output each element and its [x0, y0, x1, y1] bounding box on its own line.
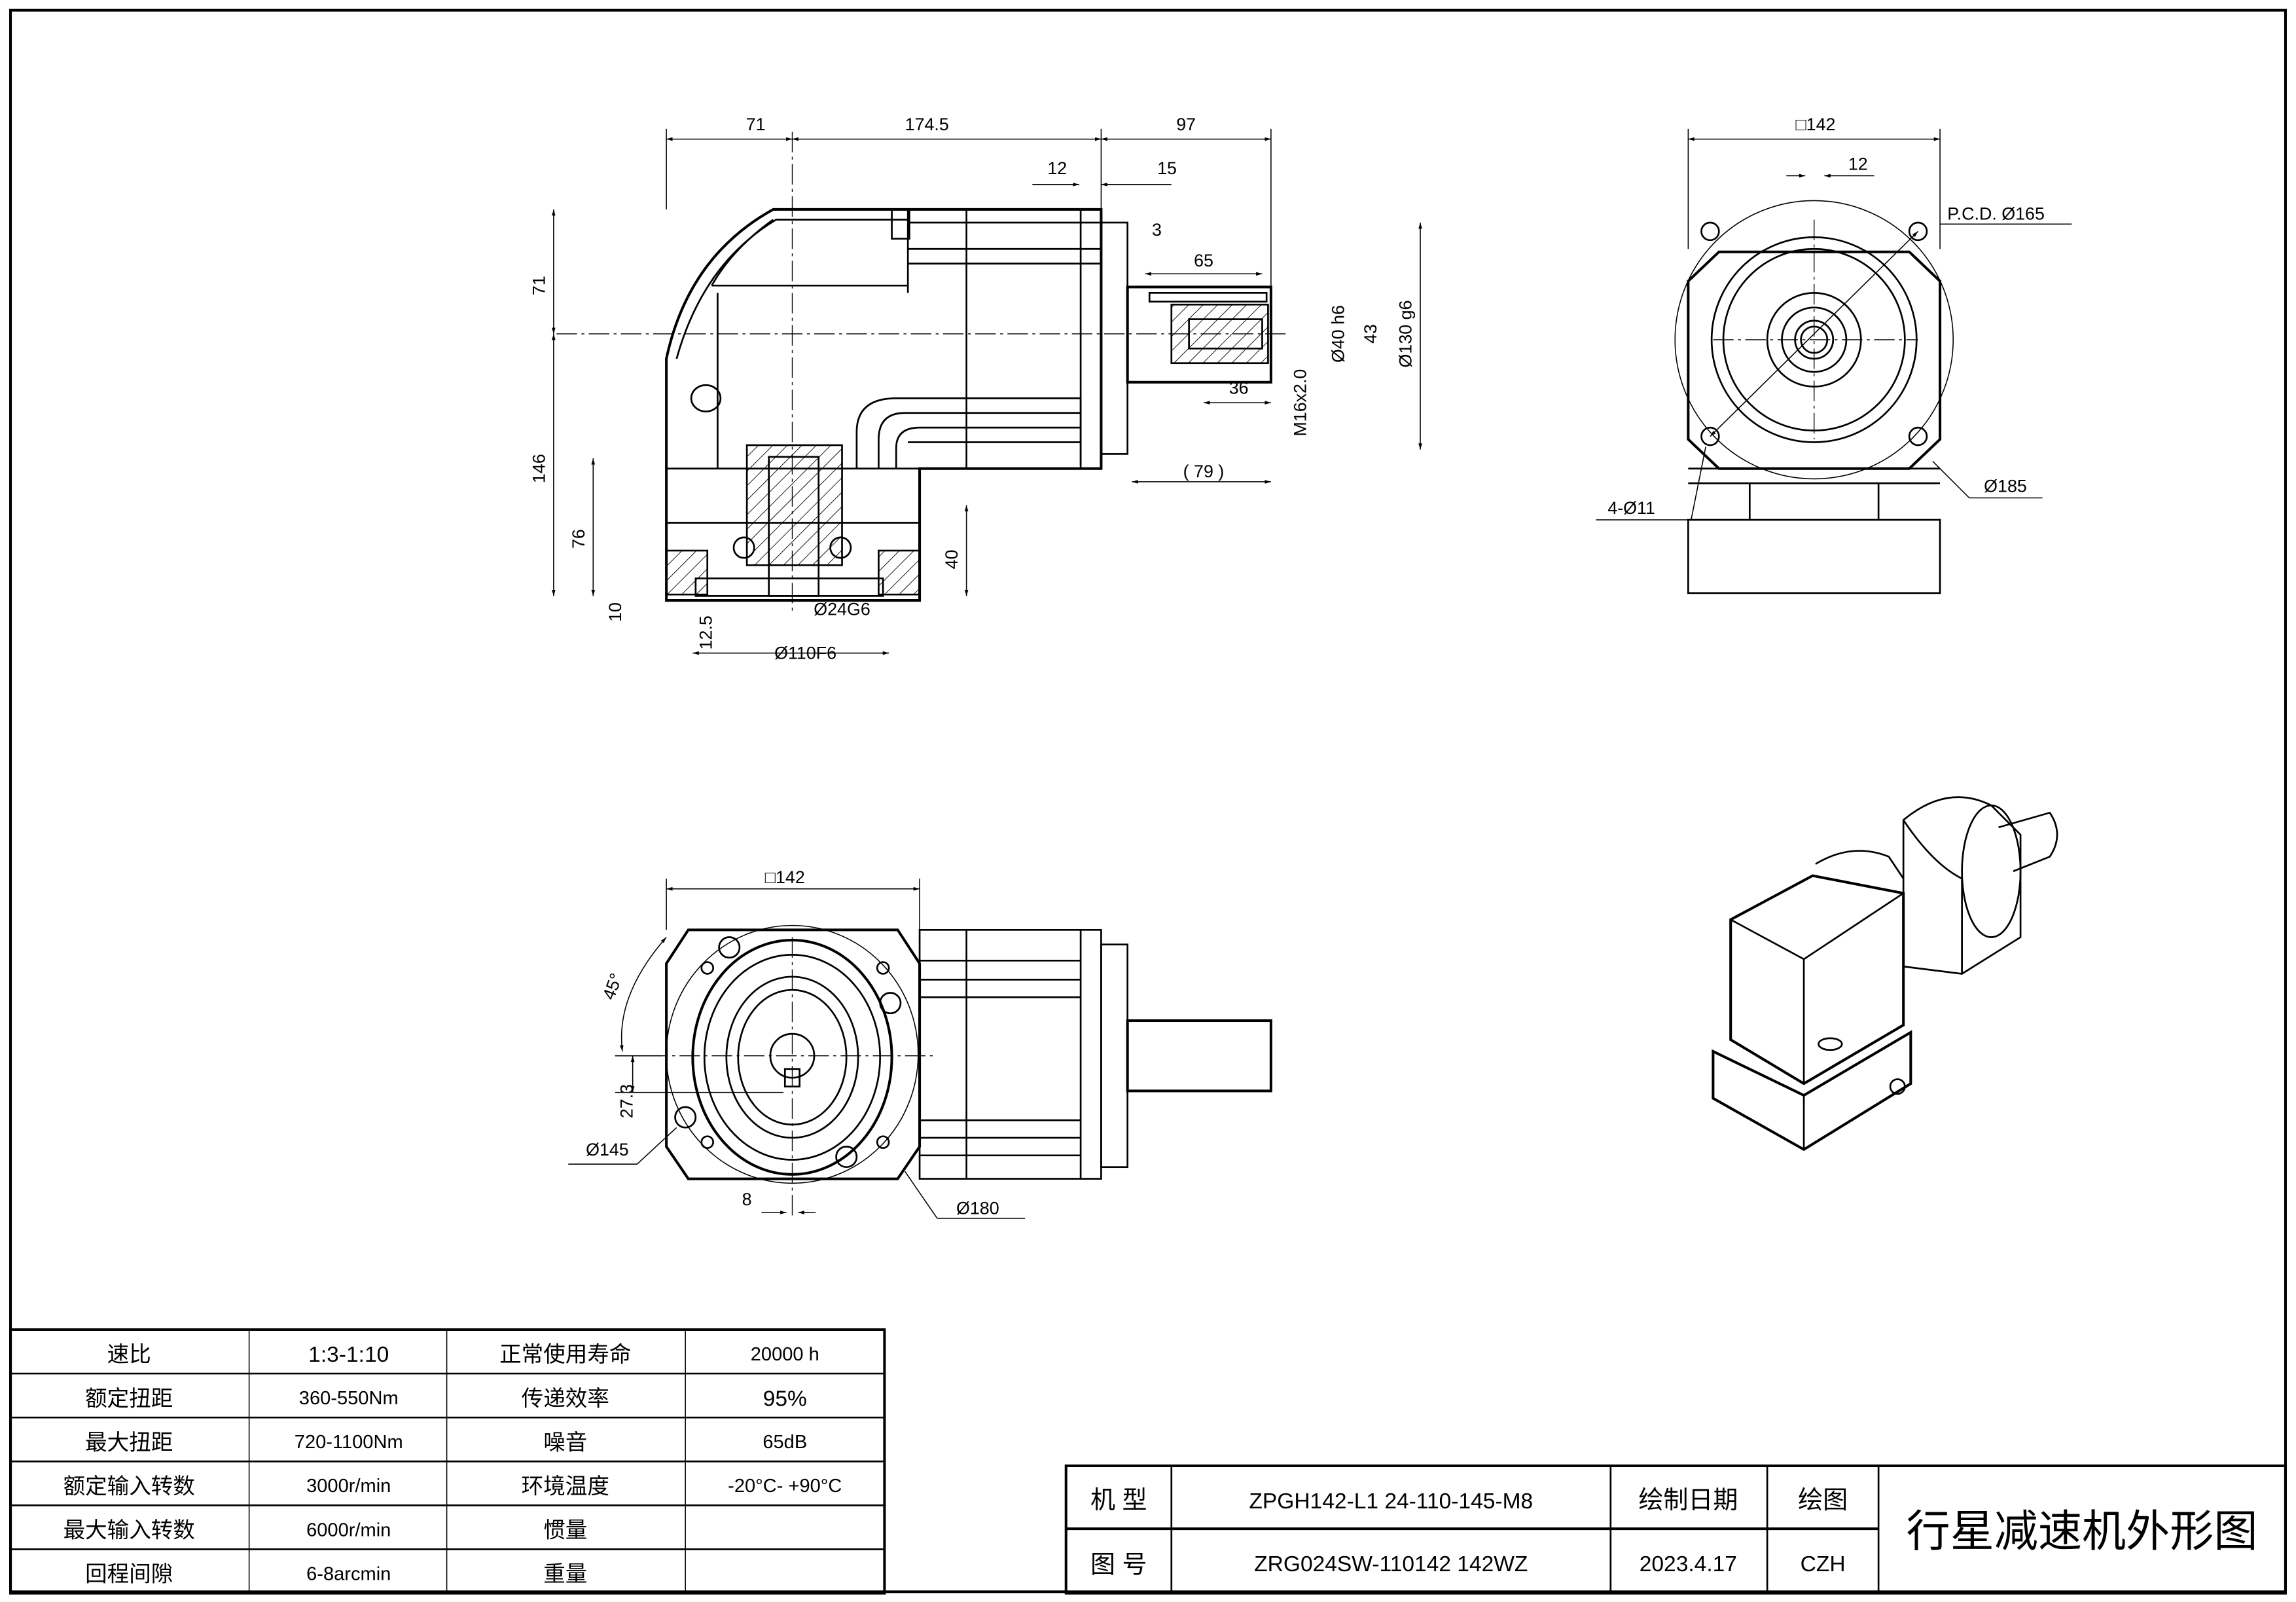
spec-label: 噪音 — [543, 1430, 587, 1455]
spec-label: 重量 — [543, 1563, 587, 1587]
dim-d145: Ø145 — [586, 1140, 629, 1159]
spec-row: 额定输入转数 3000r/min 环境温度 -20°C- +90°C — [63, 1474, 842, 1499]
dim-36: 36 — [1229, 378, 1249, 398]
spec-value: 1:3-1:10 — [308, 1343, 389, 1367]
drawing-title: 行星减速机外形图 — [1907, 1507, 2258, 1556]
dim-8: 8 — [742, 1190, 752, 1209]
date-value: 2023.4.17 — [1640, 1552, 1737, 1576]
dim-d180: Ø180 — [956, 1198, 999, 1218]
dim-12-5: 12.5 — [696, 615, 715, 649]
drawer-label: 绘图 — [1798, 1487, 1848, 1514]
spec-table: 速比 1:3-1:10 正常使用寿命 20000 h 额定扭距 360-550N… — [9, 1328, 886, 1595]
drawer-value: CZH — [1801, 1552, 1846, 1576]
dim-square-142: □142 — [765, 867, 805, 887]
dim-43: 43 — [1361, 324, 1380, 344]
dim-12: 12 — [1047, 158, 1067, 178]
spec-label: 额定输入转数 — [63, 1474, 195, 1499]
model-label: 机 型 — [1090, 1487, 1147, 1514]
drawing-no-label: 图 号 — [1090, 1551, 1147, 1578]
dim-40: 40 — [942, 550, 961, 570]
spec-value: 65dB — [762, 1432, 807, 1453]
dim-square-142: □142 — [1795, 115, 1835, 134]
isometric-view — [1712, 796, 2058, 1152]
dim-79: ( 79 ) — [1183, 462, 1225, 481]
dim-d24g6: Ø24G6 — [814, 599, 870, 619]
spec-value: 95% — [763, 1387, 807, 1411]
dim-146: 146 — [529, 454, 548, 483]
dim-174-5: 174.5 — [905, 115, 949, 134]
spec-value: 3000r/min — [306, 1476, 391, 1497]
drawing-no-value: ZRG024SW-110142 142WZ — [1254, 1552, 1528, 1576]
dim-97: 97 — [1176, 115, 1196, 134]
dim-76: 76 — [569, 529, 588, 549]
spec-value: -20°C- +90°C — [728, 1476, 842, 1497]
spec-label: 速比 — [107, 1343, 151, 1367]
spec-row: 额定扭距 360-550Nm 传递效率 95% — [85, 1386, 807, 1411]
dim-10: 10 — [605, 602, 625, 622]
spec-label: 回程间隙 — [85, 1563, 173, 1587]
spec-value: 6-8arcmin — [306, 1563, 391, 1584]
dim-d130g6: Ø130 g6 — [1396, 300, 1416, 368]
spec-row: 速比 1:3-1:10 正常使用寿命 20000 h — [107, 1342, 819, 1367]
spec-label: 最大输入转数 — [63, 1518, 195, 1543]
spec-row: 最大输入转数 6000r/min 惯量 — [63, 1518, 588, 1543]
spec-label: 传递效率 — [522, 1386, 609, 1411]
dim-d40h6: Ø40 h6 — [1329, 305, 1348, 363]
end-view: □142 12 P.C.D. Ø165 Ø185 4-Ø11 — [1596, 115, 2072, 594]
dim-d110f6: Ø110F6 — [774, 644, 836, 663]
dim-71-left: 71 — [529, 276, 548, 295]
dim-71-top: 71 — [746, 115, 766, 134]
bottom-view: □142 45° 27.3 Ø145 8 Ø180 — [568, 867, 1272, 1219]
dim-12: 12 — [1848, 154, 1868, 173]
spec-value: 20000 h — [751, 1344, 819, 1365]
spec-label: 环境温度 — [522, 1474, 609, 1499]
side-view: 71 174.5 97 12 15 3 65 36 ( 79 ) Ø40 h6 … — [529, 115, 1422, 663]
spec-value: 360-550Nm — [299, 1388, 399, 1409]
spec-label: 正常使用寿命 — [499, 1342, 631, 1367]
dim-d185: Ø185 — [1984, 477, 2027, 496]
spec-value: 6000r/min — [306, 1520, 391, 1540]
spec-row: 回程间隙 6-8arcmin 重量 — [85, 1563, 587, 1587]
spec-row: 最大扭距 720-1100Nm 噪音 65dB — [85, 1430, 807, 1455]
spec-label: 最大扭距 — [85, 1430, 173, 1455]
dim-pcd-165: P.C.D. Ø165 — [1947, 204, 2045, 224]
dim-65: 65 — [1194, 251, 1213, 270]
dim-4-holes: 4-Ø11 — [1607, 498, 1655, 518]
dim-3: 3 — [1152, 220, 1162, 240]
dim-m16: M16x2.0 — [1291, 369, 1310, 437]
dim-angle-45: 45° — [599, 971, 626, 1002]
spec-value: 720-1100Nm — [295, 1432, 403, 1453]
drawing-frame — [9, 9, 2287, 1593]
spec-label: 额定扭距 — [85, 1386, 173, 1411]
model-value: ZPGH142-L1 24-110-145-M8 — [1249, 1489, 1533, 1514]
dim-15: 15 — [1157, 158, 1177, 178]
title-block: 机 型 ZPGH142-L1 24-110-145-M8 图 号 ZRG024S… — [1064, 1464, 2287, 1595]
date-label: 绘制日期 — [1638, 1487, 1738, 1514]
spec-label: 惯量 — [543, 1518, 587, 1543]
dim-27-3: 27.3 — [617, 1084, 637, 1118]
